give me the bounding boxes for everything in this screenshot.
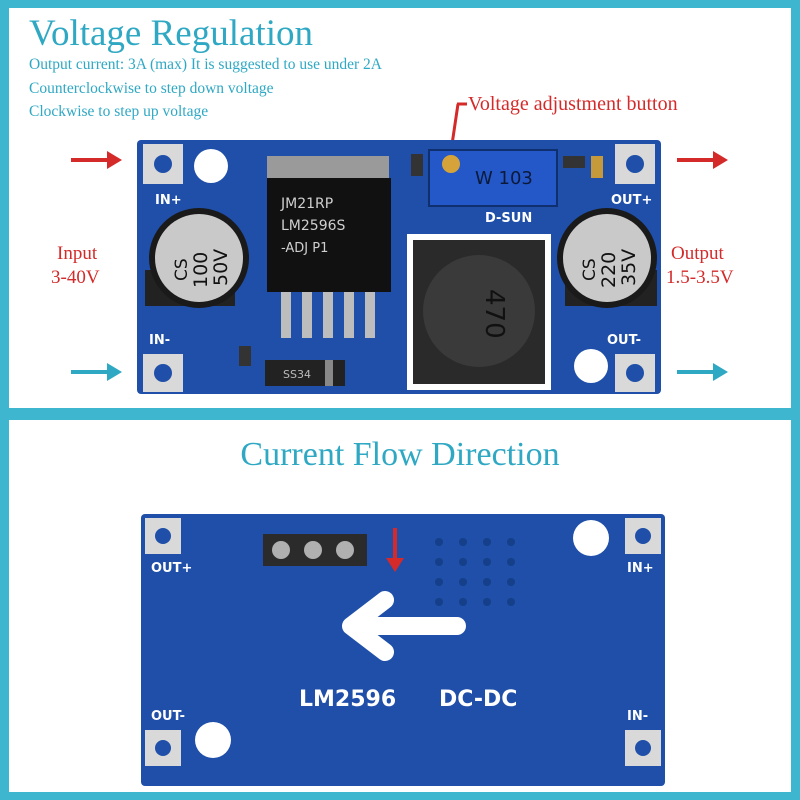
input-label: Input [57,243,98,264]
output-label: Output [671,243,724,264]
output-capacitor: CS 220 35V [557,208,657,308]
current-direction-arrow [342,591,466,661]
bottom-in-minus-label: IN- [627,709,648,724]
top-in-plus-label: IN+ [155,193,182,208]
input-arrow-red [71,151,122,169]
svg-text:220: 220 [598,252,620,288]
svg-text:CS: CS [172,258,192,281]
voltage-regulation-panel: Voltage Regulation Output current: 3A (m… [9,8,791,408]
voltage-regulation-title: Voltage Regulation [29,13,313,54]
bottom-out-plus-label: OUT+ [151,561,192,576]
top-in-minus-label: IN- [149,333,170,348]
svg-text:JM21RP: JM21RP [280,196,333,212]
top-out-plus-label: OUT+ [611,193,652,208]
bottom-board-illustration: OUT+ IN+ OUT- IN- LM2596 DC-DC [141,514,665,786]
clockwise-note: Clockwise to step up voltage [29,103,209,120]
d-sun-brand: D-SUN [485,211,532,226]
inductor: 470 [407,234,551,390]
svg-text:-ADJ P1: -ADJ P1 [281,241,328,256]
output-current-note: Output current: 3A (max) It is suggested… [29,56,382,73]
current-flow-title: Current Flow Direction [240,436,560,473]
dc-dc-label: DC-DC [439,687,517,712]
svg-text:100: 100 [190,252,212,288]
bottom-pcb [141,514,665,786]
bottom-out-minus-label: OUT- [151,709,185,724]
solder-joints [263,534,367,566]
svg-text:470: 470 [479,289,509,339]
counterclockwise-note: Counterclockwise to step down voltage [29,80,274,97]
via-grid [435,538,515,606]
svg-text:LM2596S: LM2596S [281,218,346,234]
input-capacitor: CS 100 50V [145,208,249,308]
svg-text:W 103: W 103 [475,168,533,189]
svg-text:CS: CS [580,258,600,281]
output-range: 1.5-3.5V [666,267,734,288]
bottom-in-plus-label: IN+ [627,561,654,576]
lm2596-ic: JM21RP LM2596S -ADJ P1 [267,156,391,338]
top-board-illustration: IN+ IN- OUT+ OUT- CS 100 50V JM21RP LM25… [71,102,728,394]
chip-name-label: LM2596 [299,687,396,712]
input-arrow-blue [71,363,122,381]
current-flow-panel: Current Flow Direction [9,420,791,792]
output-arrow-red [677,151,728,169]
output-arrow-blue [677,363,728,381]
down-arrow-red [386,528,404,572]
schottky-diode: SS34 [265,360,345,386]
top-out-minus-label: OUT- [607,333,641,348]
svg-text:35V: 35V [618,249,640,286]
input-range: 3-40V [51,267,100,288]
voltage-adjustment-label: Voltage adjustment button [468,93,678,115]
svg-text:50V: 50V [210,249,232,286]
voltage-adjustment-potentiometer[interactable]: W 103 [428,149,558,207]
svg-text:SS34: SS34 [283,368,311,381]
